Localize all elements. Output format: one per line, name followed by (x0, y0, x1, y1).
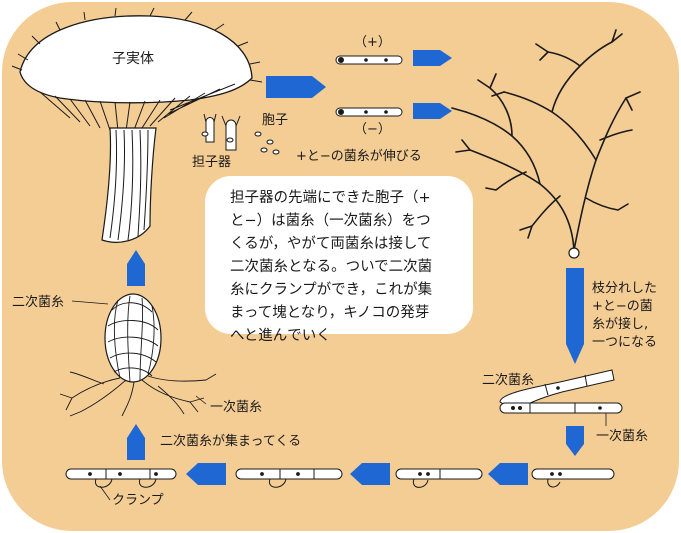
basidium-illustration (201, 113, 241, 151)
arrow-branch-merge (566, 268, 584, 364)
plus-hypha (335, 55, 403, 65)
cycle-arrows (127, 50, 584, 485)
clamp-label: クランプ (112, 493, 164, 508)
explanation-line: と−）は菌糸（一次菌糸）をつ (230, 213, 431, 229)
secondary-hypha-merge (499, 369, 623, 414)
clamp-hypha-stage-2 (395, 468, 483, 480)
basidium-label: 担子器 (192, 155, 232, 170)
secondary-hypha-right-label: 二次菌糸 (482, 373, 535, 388)
primary-hypha-left-leader (195, 395, 207, 405)
arrow-to-fruiting-body (127, 250, 145, 286)
secondary-gather-label: 二次菌糸が集まってくる (160, 434, 302, 449)
fruiting-body-label: 子実体 (112, 51, 154, 67)
explanation-text: 担子器の先端にできた胞子（+ と−）は菌糸（一次菌糸）をつ くるが，やがて両菌糸… (230, 187, 460, 348)
branch-note-line-3: 糸が接し, (592, 317, 649, 332)
arrow-plus-hypha (413, 50, 452, 66)
germinating-spores (335, 55, 403, 117)
explanation-line: まって塊となり，キノコの発芽 (230, 305, 430, 321)
branch-note-line-2: +と−の菌 (592, 299, 653, 314)
explanation-line: 糸にクランプができ，これが集 (230, 282, 433, 298)
arrow-spore-release (266, 76, 326, 98)
plus-label: （+） (354, 35, 391, 50)
mushroom-cap (19, 15, 253, 104)
spore-label: 胞子 (262, 113, 289, 128)
hyphal-knot-illustration (59, 293, 217, 417)
mushroom-stem (101, 127, 157, 243)
explanation-line: 二次菌糸となる。ついで二次菌 (230, 259, 433, 275)
secondary-hypha-left-leader (71, 300, 109, 305)
arrow-gather-up (127, 424, 145, 460)
fruiting-body-illustration (11, 7, 263, 243)
minus-label: （−） (354, 122, 391, 137)
arrow-bottom-2 (350, 463, 390, 485)
explanation-line: へと進んでいく (230, 328, 331, 344)
primary-hypha-left-label: 一次菌糸 (210, 400, 263, 415)
arrow-bottom-3 (186, 463, 226, 485)
branch-note-line-4: 一つになる (592, 335, 658, 350)
explanation-panel (205, 176, 473, 334)
spores (254, 131, 280, 155)
secondary-hypha-left-label: 二次菌糸 (12, 295, 65, 310)
branched-hyphae (451, 29, 641, 259)
arrow-to-clamp-row (566, 426, 584, 456)
clamp-hypha-stage-3 (235, 468, 343, 480)
hyphae-grow-label: +と−の菌糸が伸びる (296, 149, 422, 164)
primary-hypha-right-label: 一次菌糸 (596, 429, 649, 444)
branch-note-line-1: 枝分れした (592, 281, 658, 296)
explanation-line: 担子器の先端にできた胞子（+ (230, 190, 431, 206)
minus-hypha (335, 107, 403, 117)
clamp-formation-row (65, 468, 615, 488)
clamp-leader-line (99, 485, 111, 501)
explanation-line: くるが，やがて両菌糸は接して (230, 236, 432, 252)
arrow-minus-hypha (413, 103, 452, 119)
clamp-hypha-stage-1 (531, 468, 615, 480)
arrow-bottom-1 (488, 463, 528, 485)
